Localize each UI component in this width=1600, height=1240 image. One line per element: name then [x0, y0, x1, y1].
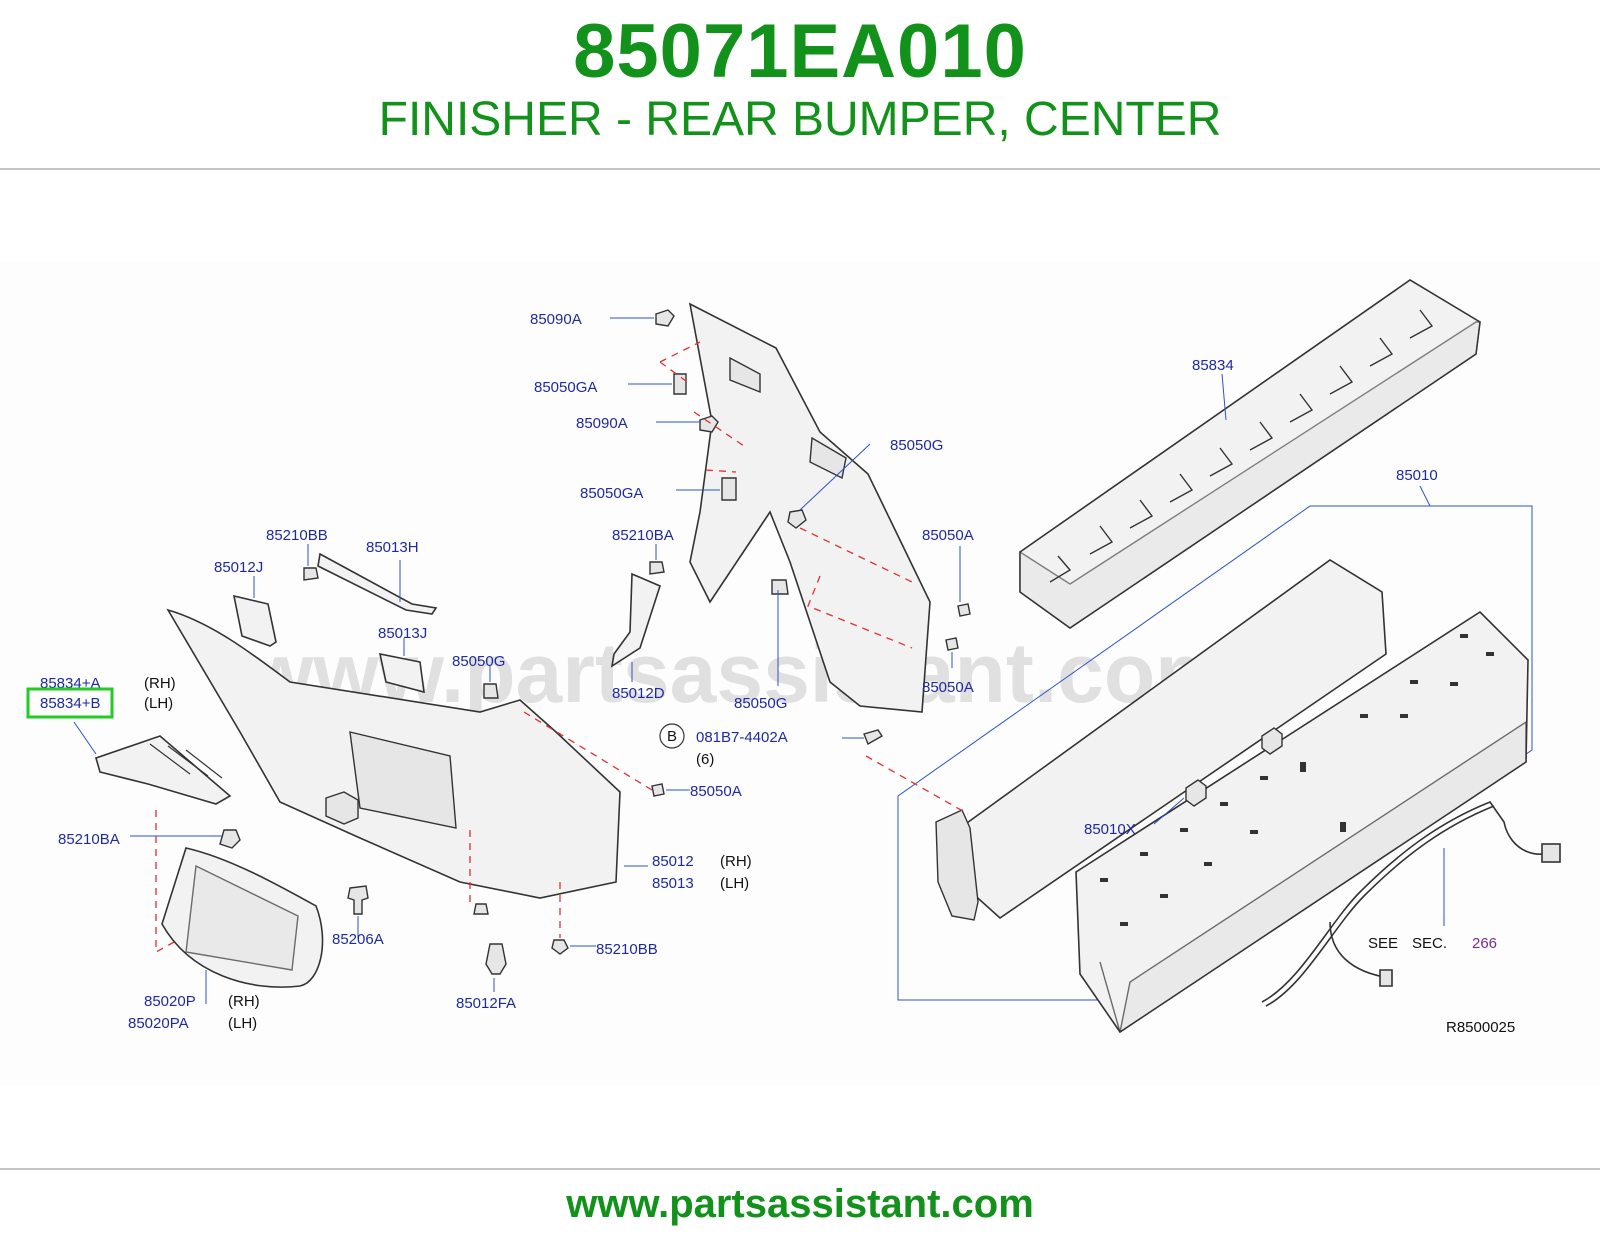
callout-85050G-mid[interactable]: 85050G — [452, 653, 505, 670]
leader-85010 — [1419, 485, 1431, 507]
callout-85210BB-low[interactable]: 85210BB — [596, 941, 658, 958]
drawing-reference: R8500025 — [1446, 1019, 1515, 1036]
callout-85834B[interactable]: 85834+B — [40, 695, 100, 712]
footer-url[interactable]: www.partsassistant.com — [566, 1182, 1034, 1226]
leader-85050G-top — [799, 443, 871, 511]
callout-85012-side: (RH) — [720, 853, 752, 870]
nut-85210BA-left[interactable] — [219, 829, 241, 849]
callout-85050GA-1[interactable]: 85050GA — [534, 379, 597, 396]
rear-reflector-bezel-85020P[interactable] — [161, 847, 324, 988]
nut-85210BB-low[interactable] — [551, 939, 569, 955]
leader-85834-ab — [73, 721, 97, 755]
callout-85210BB-top[interactable]: 85210BB — [266, 527, 328, 544]
callout-85210BA-left[interactable]: 85210BA — [58, 831, 120, 848]
wiring-harness[interactable] — [1261, 801, 1561, 1007]
callout-85010X[interactable]: 85010X — [1084, 821, 1136, 838]
footer-divider — [0, 1168, 1600, 1170]
bolt-081B7[interactable] — [842, 729, 883, 746]
callout-85834[interactable]: 85834 — [1192, 357, 1234, 374]
callout-85050GA-2[interactable]: 85050GA — [580, 485, 643, 502]
bolt-85206A[interactable] — [347, 885, 369, 915]
bracket-85012D[interactable] — [610, 572, 661, 668]
part-number: 85071EA010 — [573, 9, 1027, 94]
bracket-85013H[interactable] — [317, 552, 438, 615]
callout-85090A-2[interactable]: 85090A — [576, 415, 628, 432]
screw-85050A-low[interactable] — [651, 783, 665, 797]
nut-85012-lower[interactable] — [473, 903, 489, 915]
callout-85013H[interactable]: 85013H — [366, 539, 419, 556]
callout-85012J[interactable]: 85012J — [214, 559, 263, 576]
leader-85834 — [1221, 373, 1227, 421]
callout-85050A-r1[interactable]: 85050A — [922, 527, 974, 544]
highlight-box — [26, 687, 114, 719]
callout-85090A-1[interactable]: 85090A — [530, 311, 582, 328]
callout-85013J[interactable]: 85013J — [378, 625, 427, 642]
bracket-85012J[interactable] — [232, 594, 277, 647]
callout-85210BA-mid[interactable]: 85210BA — [612, 527, 674, 544]
bolt-assembly-line — [865, 755, 969, 815]
bolt-marker-circle — [659, 723, 685, 749]
sec-text: SEC. — [1412, 935, 1447, 952]
parts-diagram: www.partsassistant.com 85834 85010 — [26, 279, 1561, 1036]
callout-85050G-top[interactable]: 85050G — [890, 437, 943, 454]
callout-85834A-side: (RH) — [144, 675, 176, 692]
callout-85020P[interactable]: 85020P — [144, 993, 196, 1010]
callout-85020PA[interactable]: 85020PA — [128, 1015, 189, 1032]
bolt-quantity: (6) — [696, 751, 714, 768]
callout-85050A-low[interactable]: 85050A — [690, 783, 742, 800]
part-title: FINISHER - REAR BUMPER, CENTER — [378, 93, 1222, 146]
callout-85050A-r2[interactable]: 85050A — [922, 679, 974, 696]
callout-85010[interactable]: 85010 — [1396, 467, 1438, 484]
callout-85013-side: (LH) — [720, 875, 749, 892]
callout-85012D[interactable]: 85012D — [612, 685, 665, 702]
callout-85012FA[interactable]: 85012FA — [456, 995, 516, 1012]
callout-85206A[interactable]: 85206A — [332, 931, 384, 948]
parts-diagram-area: www.partsassistant.com 85834 85010 — [0, 262, 1600, 1086]
clip-85050G-mid[interactable] — [483, 683, 499, 699]
bumper-reinforcement[interactable] — [935, 559, 1529, 1034]
callout-85020PA-side: (LH) — [228, 1015, 257, 1032]
leader-85010X — [1153, 797, 1185, 825]
nut-85210BA-mid[interactable] — [649, 561, 665, 575]
callout-bolt-081B7-4402A[interactable]: 081B7-4402A — [696, 729, 788, 746]
callout-85834B-side: (LH) — [144, 695, 173, 712]
section-link-266[interactable]: 266 — [1472, 935, 1497, 952]
page-header: 85071EA010 FINISHER - REAR BUMPER, CENTE… — [0, 0, 1600, 170]
callout-85013[interactable]: 85013 — [652, 875, 694, 892]
callout-85012[interactable]: 85012 — [652, 853, 694, 870]
header-divider — [0, 168, 1600, 170]
nut-85210BB-top[interactable] — [303, 567, 319, 581]
see-text: SEE — [1368, 935, 1398, 952]
side-finisher-85834[interactable] — [95, 735, 232, 805]
callout-85050G-low[interactable]: 85050G — [734, 695, 787, 712]
bumper-side-bracket[interactable] — [688, 302, 931, 713]
rear-bumper-center-finisher[interactable] — [1019, 279, 1481, 629]
rear-bumper-side-cover[interactable] — [166, 608, 621, 899]
bolt-marker: B — [667, 728, 677, 745]
clip-85012FA[interactable] — [485, 943, 507, 975]
bracket-85013J[interactable] — [378, 652, 425, 694]
callout-85020P-side: (RH) — [228, 993, 260, 1010]
